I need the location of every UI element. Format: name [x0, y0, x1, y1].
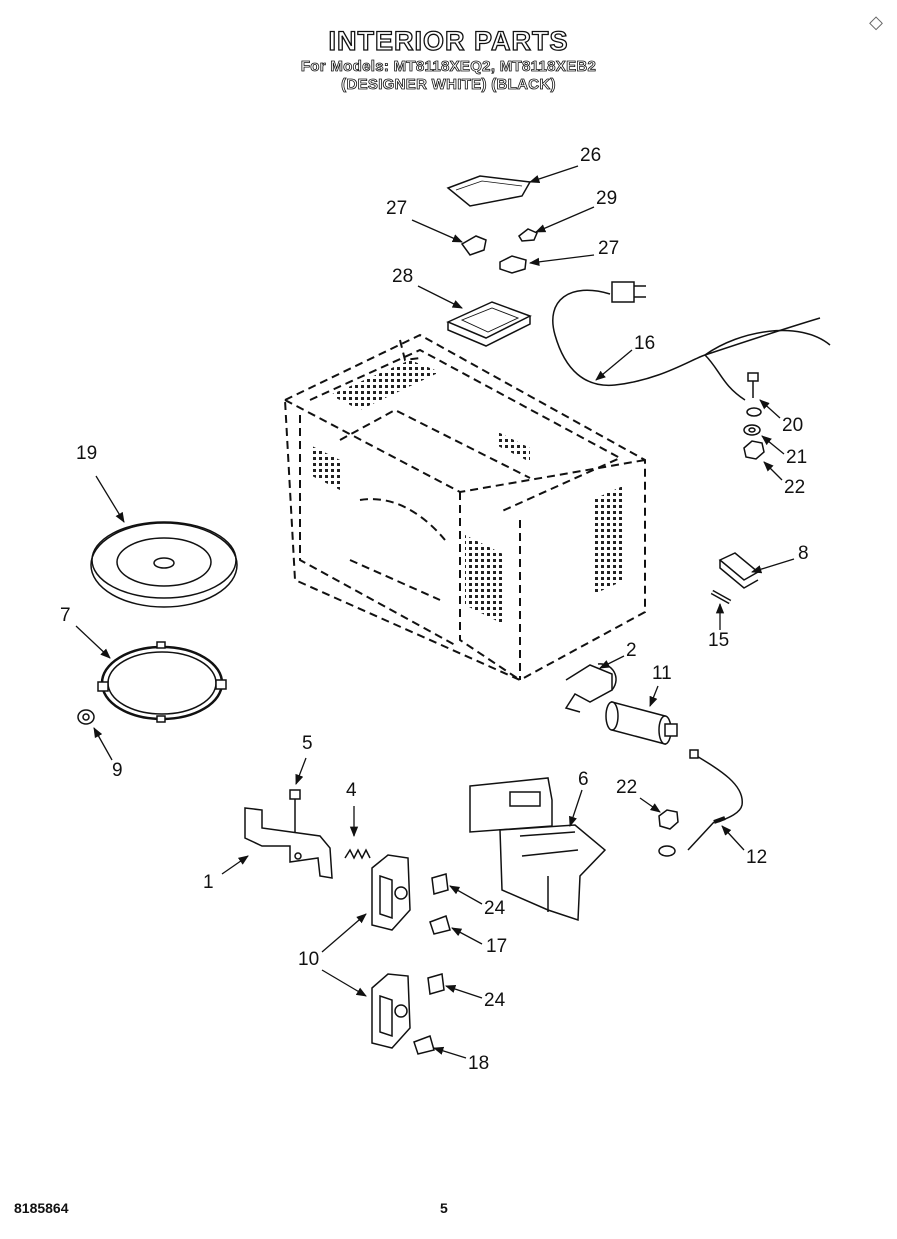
fuse-part: [710, 589, 732, 605]
callout-27-lower: 27: [598, 238, 620, 259]
callout-24-upper: 24: [484, 898, 506, 919]
spring-part: [344, 848, 371, 860]
models-line: For Models: MT8118XEQ2, MT8118XEB2: [300, 58, 597, 76]
callout-28: 28: [392, 266, 414, 287]
callout-17: 17: [486, 936, 508, 957]
glass-tray-part: [90, 521, 238, 608]
callout-19: 19: [76, 443, 98, 464]
callout-12: 12: [746, 847, 768, 868]
mica-cover-part: [446, 175, 532, 207]
coupler-part: [77, 709, 95, 725]
callout-18: 18: [468, 1053, 490, 1074]
cavity-vent-holes: [310, 360, 625, 625]
callout-26: 26: [580, 145, 602, 166]
plate-part: [446, 301, 532, 347]
callout-2: 2: [626, 640, 637, 661]
callout-8: 8: [798, 543, 809, 564]
callout-22-upper: 22: [784, 477, 806, 498]
screw-washer-nut-set: [743, 372, 765, 460]
callout-24-lower: 24: [484, 990, 506, 1011]
callout-16: 16: [634, 333, 656, 354]
corner-mark: ◇: [869, 12, 883, 32]
door-lever-part: [244, 807, 333, 879]
clip-part-lower: [499, 255, 527, 274]
page-number: 5: [440, 1200, 448, 1216]
callout-11: 11: [652, 663, 672, 684]
callout-21: 21: [786, 447, 808, 468]
callout-27-upper: 27: [386, 198, 408, 219]
switch-holder-part-lower: [371, 973, 411, 1049]
switch-part-upper: [431, 873, 449, 895]
roller-ring-part: [97, 641, 227, 723]
switch-part-17: [429, 915, 451, 935]
callout-arrows: [75, 165, 795, 1059]
callout-4: 4: [346, 780, 357, 801]
callout-22-lower: 22: [616, 777, 638, 798]
callout-10: 10: [298, 949, 320, 970]
document-number: 8185864: [14, 1200, 69, 1216]
switch-cover-part: [469, 777, 607, 922]
switch-part-lower: [427, 973, 445, 995]
callout-9: 9: [112, 760, 123, 781]
small-clip-part: [518, 228, 538, 242]
page-title: INTERIOR PARTS: [328, 25, 569, 56]
bracket-part: [718, 552, 760, 589]
callout-1: 1: [203, 872, 214, 893]
callout-15: 15: [708, 630, 730, 651]
switch-part-18: [413, 1035, 435, 1055]
power-cord-part: [552, 281, 831, 401]
nut-part: [658, 809, 679, 830]
callout-6: 6: [578, 769, 589, 790]
clip-part-upper: [460, 235, 487, 256]
ground-wire-part: [658, 749, 743, 857]
capacitor-part: [605, 701, 678, 745]
callout-5: 5: [302, 733, 313, 754]
oven-cavity-outline: [283, 333, 646, 682]
callout-20: 20: [782, 415, 804, 436]
colors-line: (DESIGNER WHITE) (BLACK): [341, 76, 556, 94]
callout-7: 7: [60, 605, 71, 626]
callout-29: 29: [596, 188, 618, 209]
switch-holder-part-upper: [371, 854, 411, 931]
